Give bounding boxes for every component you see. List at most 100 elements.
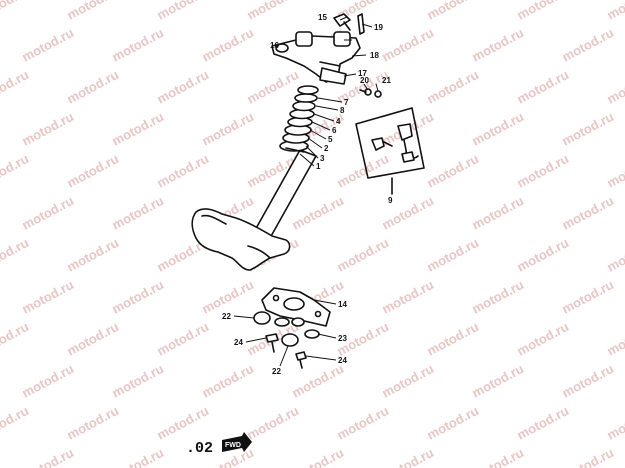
watermark-text: motod.ru	[604, 0, 625, 23]
callout-14: 14	[338, 300, 347, 309]
watermark-text: motod.ru	[154, 67, 211, 107]
callout-21: 21	[382, 76, 391, 85]
watermark-text: motod.ru	[154, 0, 211, 23]
watermark-text: motod.ru	[64, 67, 121, 107]
callout-16: 16	[270, 41, 279, 50]
watermark-text: motod.ru	[334, 403, 391, 443]
watermark-text: motod.ru	[469, 445, 526, 468]
watermark-text: motod.ru	[424, 235, 481, 275]
watermark-text: motod.ru	[559, 277, 616, 317]
watermark-text: motod.ru	[199, 25, 256, 65]
callout-19: 19	[374, 23, 383, 32]
watermark-text: motod.ru	[154, 319, 211, 359]
watermark-text: motod.ru	[0, 67, 31, 107]
watermark-text: motod.ru	[559, 109, 616, 149]
watermark-text: motod.ru	[109, 193, 166, 233]
watermark-text: motod.ru	[19, 109, 76, 149]
watermark-text: motod.ru	[199, 277, 256, 317]
callout-23: 23	[338, 334, 347, 343]
watermark-text: motod.ru	[559, 445, 616, 468]
watermark-text: motod.ru	[469, 277, 526, 317]
watermark-text: motod.ru	[514, 0, 571, 23]
watermark-text: motod.ru	[559, 361, 616, 401]
watermark-text: motod.ru	[19, 445, 76, 468]
watermark-text: motod.ru	[289, 361, 346, 401]
watermark-text: motod.ru	[424, 403, 481, 443]
watermark-text: motod.ru	[604, 235, 625, 275]
mounting-plate	[261, 287, 331, 327]
callout-24-left: 24	[234, 338, 243, 347]
watermark-text: motod.ru	[154, 403, 211, 443]
watermark-text: motod.ru	[0, 0, 31, 23]
watermark-text: motod.ru	[109, 109, 166, 149]
watermark-text: motod.ru	[559, 193, 616, 233]
callout-15: 15	[318, 13, 327, 22]
watermark-text: motod.ru	[0, 319, 31, 359]
watermark-text: motod.ru	[469, 109, 526, 149]
watermark-text: motod.ru	[0, 151, 31, 191]
callout-7: 7	[344, 98, 349, 107]
watermark-text: motod.ru	[289, 193, 346, 233]
watermark-text: motod.ru	[109, 361, 166, 401]
callout-5: 5	[328, 135, 333, 144]
watermark-text: motod.ru	[0, 235, 31, 275]
watermark-text: motod.ru	[19, 25, 76, 65]
watermark-text: motod.ru	[559, 25, 616, 65]
small-fasteners	[359, 88, 382, 98]
callouts: 15 19 16 18 17 20 21 7 8 4 6 5 2 3 1 9 1…	[222, 13, 393, 376]
fwd-label: FWD	[225, 442, 241, 449]
watermark-text: motod.ru	[514, 403, 571, 443]
watermark-text: motod.ru	[109, 445, 166, 468]
watermark-text: motod.ru	[469, 25, 526, 65]
watermark-text: motod.ru	[64, 319, 121, 359]
watermark-text: motod.ru	[604, 319, 625, 359]
watermark-text: motod.ru	[379, 277, 436, 317]
bearing-stack	[279, 85, 319, 153]
watermark-text: motod.ru	[514, 67, 571, 107]
watermark-text: motod.ru	[469, 193, 526, 233]
watermark-text: motod.ru	[109, 25, 166, 65]
watermark-text: motod.ru	[424, 0, 481, 23]
upper-bracket	[271, 31, 361, 85]
callout-6: 6	[332, 126, 337, 135]
watermark-text: motod.ru	[514, 319, 571, 359]
watermark-text: motod.ru	[64, 151, 121, 191]
watermark-text: motod.ru	[19, 361, 76, 401]
watermark-text: motod.ru	[64, 0, 121, 23]
callout-8: 8	[340, 106, 345, 115]
callout-3: 3	[320, 154, 325, 163]
watermark-text: motod.ru	[424, 151, 481, 191]
watermark-text: motod.ru	[0, 403, 31, 443]
watermark-text: motod.ru	[424, 67, 481, 107]
watermark-text: motod.ru	[289, 445, 346, 468]
steering-stem	[191, 149, 317, 271]
watermark-text: motod.ru	[154, 151, 211, 191]
watermark-text: motod.ru	[244, 403, 301, 443]
callout-22-upper: 22	[222, 312, 231, 321]
watermark-text: motod.ru	[379, 445, 436, 468]
callout-1: 1	[316, 162, 321, 171]
watermark-text: motod.ru	[514, 235, 571, 275]
fwd-arrow-badge: FWD	[222, 432, 252, 452]
callout-20: 20	[360, 76, 369, 85]
watermark-text: motod.ru	[469, 361, 526, 401]
watermark-text: motod.ru	[604, 67, 625, 107]
watermark-text: motod.ru	[604, 151, 625, 191]
watermark-text: motod.ru	[604, 403, 625, 443]
watermark-text: motod.ru	[244, 67, 301, 107]
callout-4: 4	[336, 117, 341, 126]
watermark-text: motod.ru	[514, 151, 571, 191]
callout-2: 2	[324, 144, 329, 153]
callout-22-lower: 22	[272, 367, 281, 376]
watermark-text: motod.ru	[64, 235, 121, 275]
watermark-text: motod.ru	[199, 361, 256, 401]
watermark-text: motod.ru	[379, 25, 436, 65]
leader-lines	[233, 16, 379, 367]
watermark-text: motod.ru	[109, 277, 166, 317]
watermark-text: motod.ru	[64, 403, 121, 443]
lower-fasteners	[253, 311, 320, 369]
watermark-text: motod.ru	[19, 277, 76, 317]
callout-9: 9	[388, 196, 393, 205]
watermark-text: motod.ru	[199, 109, 256, 149]
